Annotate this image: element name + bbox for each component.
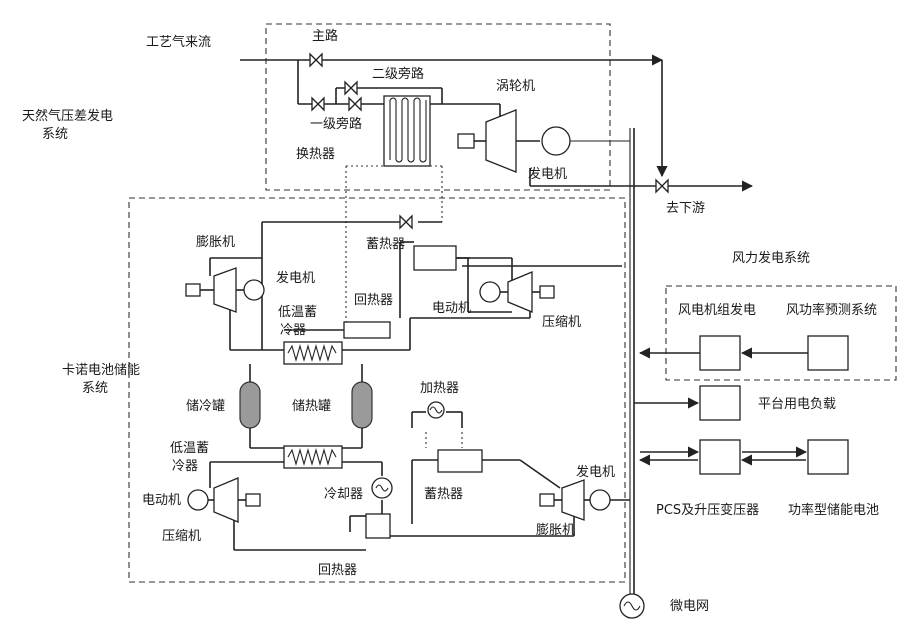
primary-bypass-valve-icon — [312, 98, 324, 110]
label-gas-pressure-system-2: 系统 — [42, 127, 68, 142]
regenerator-top-icon — [344, 322, 390, 338]
label-cold-tank: 储冷罐 — [186, 399, 225, 414]
cold-storage-exchanger-top-icon — [284, 342, 342, 364]
label-downstream: 去下游 — [666, 201, 705, 216]
label-motor-bottom: 电动机 — [142, 493, 181, 508]
label-process-gas-inlet: 工艺气来流 — [146, 34, 211, 50]
expander-bottom-shaft-icon — [540, 494, 554, 506]
label-hot-tank: 储热罐 — [292, 399, 331, 414]
label-heater: 加热器 — [420, 381, 459, 396]
secondary-bypass-valve-icon — [345, 82, 357, 94]
motor-icon — [480, 282, 500, 302]
turbine-shaft-icon — [458, 134, 474, 148]
turbine-icon — [486, 110, 516, 172]
label-generator-top: 发电机 — [528, 166, 567, 182]
heat-exchanger-icon — [384, 96, 430, 166]
label-compressor-top: 压缩机 — [542, 314, 581, 330]
label-wind-forecast: 风功率预测系统 — [786, 302, 877, 318]
label-motor-top: 电动机 — [432, 301, 471, 316]
compressor-bottom-shaft-icon — [246, 494, 260, 506]
compressor-shaft-icon — [540, 286, 554, 298]
label-primary-bypass: 一级旁路 — [310, 116, 362, 132]
label-turbine: 涡轮机 — [496, 79, 535, 94]
expander-bottom-icon — [562, 480, 584, 520]
cold-storage-exchanger-bottom-icon — [284, 446, 342, 468]
motor-bottom-icon — [188, 490, 208, 510]
label-cold-storage-top-1: 低温蓄 — [278, 305, 317, 320]
label-power-battery: 功率型储能电池 — [788, 502, 879, 518]
label-wind-turbine: 风电机组发电 — [678, 302, 756, 318]
label-cold-storage-bottom-1: 低温蓄 — [170, 441, 209, 456]
label-expander-left: 膨胀机 — [196, 235, 235, 250]
heater-icon — [428, 402, 444, 418]
label-pcs-transformer: PCS及升压变压器 — [656, 502, 759, 518]
expander-shaft-icon — [186, 284, 200, 296]
label-regenerator-top: 回热器 — [354, 293, 393, 308]
label-wind-system: 风力发电系统 — [732, 250, 810, 266]
generator-left-icon — [244, 280, 264, 300]
label-generator-left: 发电机 — [276, 270, 315, 286]
label-secondary-bypass: 二级旁路 — [372, 66, 424, 82]
cooler-icon — [372, 478, 392, 498]
label-heat-storage-bottom: 蓄热器 — [424, 487, 463, 502]
label-compressor-bottom: 压缩机 — [162, 528, 201, 544]
label-generator-bottom: 发电机 — [576, 464, 615, 480]
top-carnot-valve-icon — [400, 216, 412, 228]
platform-load-box — [700, 386, 740, 420]
label-cold-storage-bottom-2: 冷器 — [172, 459, 198, 474]
power-battery-box — [808, 440, 848, 474]
cold-storage-tank-icon — [240, 382, 260, 428]
label-regenerator-bottom: 回热器 — [318, 563, 357, 578]
label-carnot-system-1: 卡诺电池储能 — [62, 363, 140, 378]
wind-turbine-box — [700, 336, 740, 370]
label-platform-load: 平台用电负载 — [758, 397, 836, 412]
heat-storage-bottom-icon — [438, 450, 482, 472]
main-line-valve-icon — [310, 54, 322, 66]
pcs-transformer-box — [700, 440, 740, 474]
wind-forecast-box — [808, 336, 848, 370]
label-heat-storage-top: 蓄热器 — [366, 237, 405, 252]
label-main-line: 主路 — [312, 28, 338, 44]
label-carnot-system-2: 系统 — [82, 381, 108, 396]
compressor-bottom-icon — [214, 478, 238, 522]
expander-icon — [214, 268, 236, 312]
label-cold-storage-top-2: 冷器 — [280, 323, 306, 338]
label-microgrid: 微电网 — [670, 599, 709, 614]
label-heat-exchanger: 换热器 — [296, 147, 335, 162]
carnot-lower-piping — [210, 412, 574, 550]
gas-system-boundary — [266, 24, 610, 190]
generator-bottom-icon — [590, 490, 610, 510]
downstream-valve-icon — [656, 180, 668, 192]
bypass-valve-icon — [349, 98, 361, 110]
heat-storage-top-icon — [414, 246, 456, 270]
hot-storage-tank-icon — [352, 382, 372, 428]
label-gas-pressure-system-1: 天然气压差发电 — [22, 108, 113, 124]
label-cooler: 冷却器 — [324, 487, 363, 502]
label-expander-bottom: 膨胀机 — [536, 523, 575, 538]
regenerator-bottom-icon — [366, 514, 390, 538]
generator-icon — [542, 127, 570, 155]
